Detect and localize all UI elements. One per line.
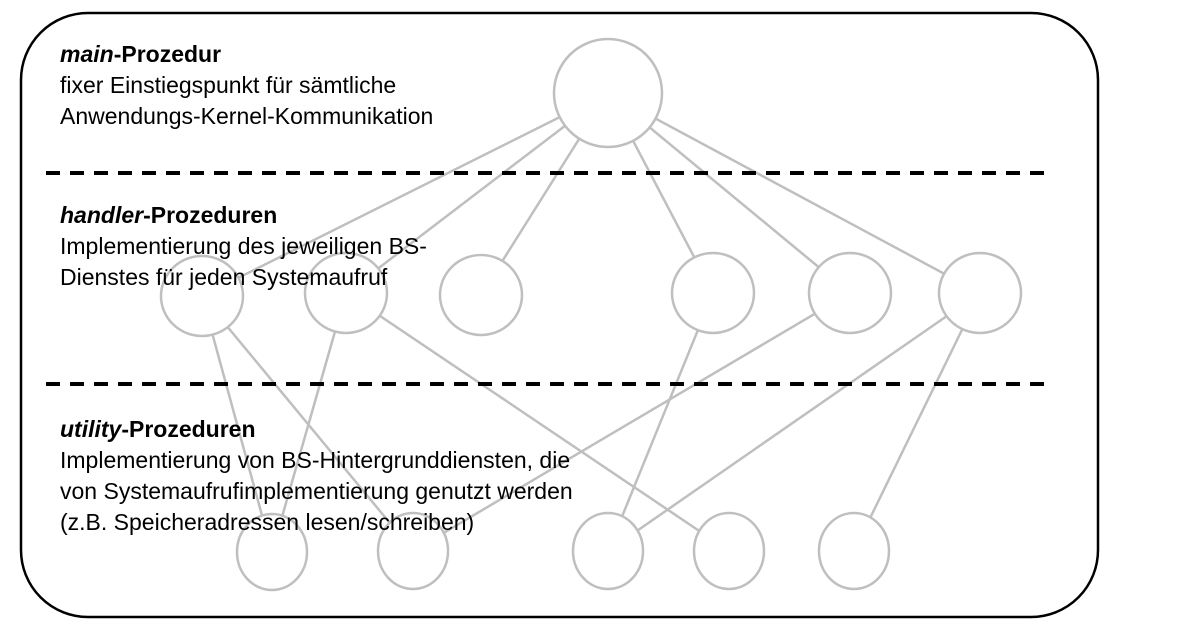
node-u2-circle: [376, 511, 450, 591]
node-h4-circle: [670, 251, 756, 335]
edge-h6-u3: [607, 291, 981, 553]
edge-h1-u1: [200, 295, 274, 553]
diagram-border: [19, 11, 1100, 619]
layer-heading-handler: handler-Prozeduren: [60, 200, 427, 231]
edge-h2-u1: [270, 292, 348, 553]
edge-h6-u5: [852, 292, 982, 552]
node-u1-circle: [235, 512, 309, 592]
layer-desc-line: Implementierung des jeweiligen BS-: [60, 233, 427, 259]
layer-label-handler: handler-Prozeduren Implementierung des j…: [60, 200, 427, 293]
layer-desc-line: Implementierung von BS-Hintergrunddienst…: [60, 447, 571, 473]
edge-h5-u2: [412, 291, 851, 553]
layer-suffix-utility: -Prozeduren: [121, 416, 256, 442]
layer-desc-line: (z.B. Speicheradressen lesen/schreiben): [60, 509, 475, 535]
edge-main-h6: [607, 91, 981, 295]
layer-term-utility: utility: [60, 416, 122, 442]
layer-term-main: main: [60, 41, 114, 67]
node-h5-circle: [807, 251, 893, 335]
edge-h2-u4: [345, 291, 730, 553]
layer-desc-line: fixer Einstiegspunkt für sämtliche: [60, 72, 397, 98]
layer-desc-line: Dienstes für jeden Systemaufruf: [60, 264, 388, 290]
node-h6-circle: [937, 251, 1023, 335]
node-main-circle: [552, 37, 664, 149]
layer-heading-utility: utility-Prozeduren: [60, 414, 573, 445]
node-h3-circle: [438, 253, 524, 337]
node-u4-circle: [692, 511, 766, 591]
layer-suffix-main: -Prozedur: [113, 41, 222, 67]
layer-desc-line: von Systemaufrufimplementierung genutzt …: [60, 478, 573, 504]
node-u5-circle: [817, 511, 891, 591]
node-h2-circle: [303, 251, 389, 335]
node-u3-circle: [571, 511, 645, 591]
layer-label-main: main-Prozedur fixer Einstiegspunkt für s…: [60, 39, 433, 132]
edge-h4-u3: [606, 292, 715, 552]
layer-term-handler: handler: [60, 202, 144, 228]
node-h1-circle: [159, 254, 245, 338]
layer-desc-line: Anwendungs-Kernel-Kommunikation: [60, 103, 434, 129]
layer-label-utility: utility-Prozeduren Implementierung von B…: [60, 414, 573, 538]
edge-main-h1: [201, 91, 609, 298]
layer-heading-main: main-Prozedur: [60, 39, 433, 70]
layer-suffix-handler: -Prozeduren: [143, 202, 278, 228]
